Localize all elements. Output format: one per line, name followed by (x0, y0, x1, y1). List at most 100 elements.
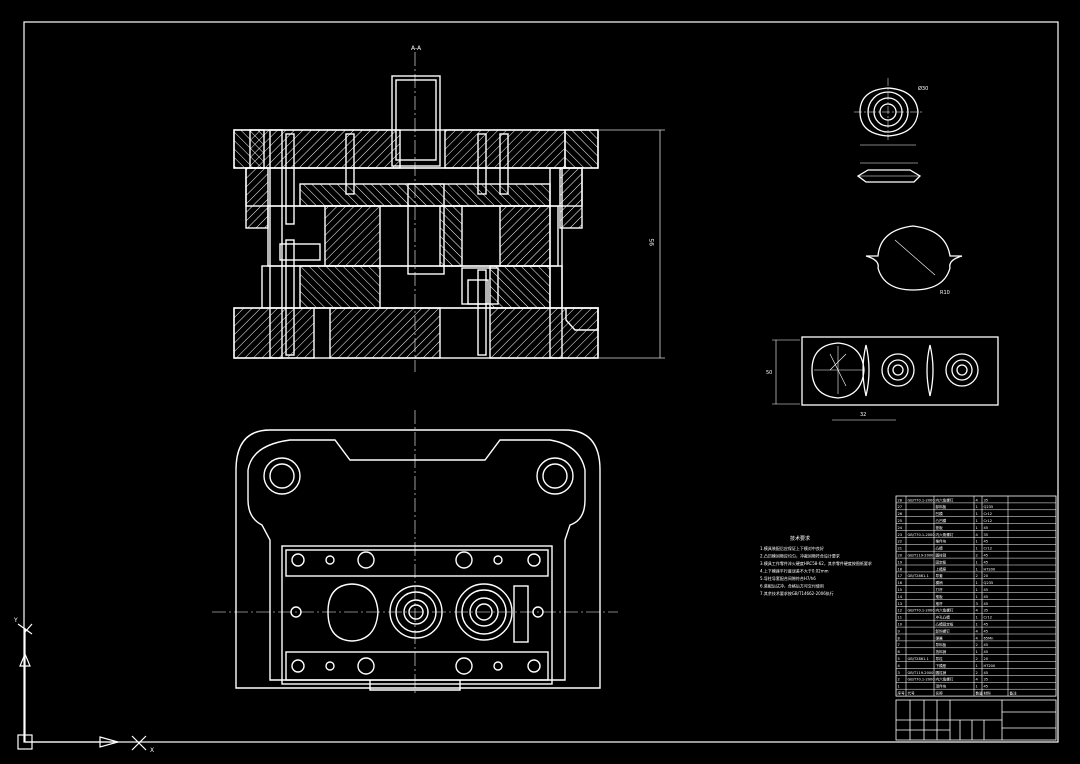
parts-table-cell: 凹模 (936, 511, 944, 516)
parts-table-cell: 1 (976, 560, 978, 564)
note-line: 2.凸凹模间隙应均匀，冲裁间隙符合设计要求 (760, 553, 840, 559)
parts-table-cell: 1 (976, 519, 978, 523)
parts-table-cell: 28 (898, 498, 903, 502)
parts-table-cell: 1 (976, 623, 978, 627)
parts-table-cell: 45 (984, 540, 989, 544)
section-mark: A-A (411, 45, 422, 52)
note-line: 7.其余技术要求按GB/T14662-2006执行 (760, 590, 834, 596)
parts-table-cell: 上模座 (936, 566, 947, 571)
parts-table-cell: 65Mn (984, 636, 994, 640)
note-line: 6.装配后试冲，合格后方可交付使用 (760, 583, 824, 589)
parts-table-cell: 15 (898, 588, 903, 592)
parts-table-cell: 35 (984, 609, 989, 613)
parts-table-cell: 8 (898, 636, 901, 640)
parts-table-cell: 1 (976, 616, 978, 620)
parts-table-cell: 3 (898, 671, 900, 675)
parts-table-cell: 挡料销 (936, 649, 947, 654)
parts-table-cell: 4 (898, 664, 901, 668)
parts-table-cell: 1 (976, 526, 978, 530)
parts-table-cell: 45 (984, 560, 989, 564)
parts-table-cell: GB/T119-2000 (908, 671, 935, 675)
blank-view (865, 225, 963, 291)
parts-table-cell: 23 (898, 533, 903, 537)
parts-table-cell: 凸模 (936, 546, 944, 551)
technical-notes: 1.模具装配后应保证上下模对中良好2.凸凹模间隙应均匀，冲裁间隙符合设计要求3.… (760, 545, 872, 596)
parts-table-cell: 1 (976, 588, 978, 592)
parts-table-cell: 2 (976, 574, 978, 578)
parts-table-cell: 推杆 (936, 601, 944, 606)
section-view (233, 52, 599, 372)
parts-table-cell: 14 (898, 595, 903, 599)
parts-table-cell: 1 (976, 581, 978, 585)
parts-table-cell: GB/T70.1-2000 (908, 678, 936, 682)
parts-table-cell: 凸凹模 (936, 518, 947, 523)
parts-table-cell: 3 (976, 602, 978, 606)
parts-table-cell: 圆柱销 (936, 553, 947, 558)
parts-table-cell: 4 (976, 678, 979, 682)
parts-table-cell: 19 (898, 560, 903, 564)
parts-table-cell: 1 (976, 650, 978, 654)
parts-table-cell: 卸料螺钉 (936, 628, 951, 633)
parts-table-cell: 16 (898, 581, 903, 585)
strip-pitch-text: 32 (860, 412, 866, 418)
parts-table-cell: 17 (898, 574, 903, 578)
parts-table-cell: 7 (898, 643, 900, 647)
parts-table-cell: 1 (976, 664, 978, 668)
parts-table-cell: 2 (898, 678, 900, 682)
parts-table-cell: 12 (898, 609, 903, 613)
parts-table-cell: 45 (984, 602, 989, 606)
parts-table-header-cell: 数量 (976, 691, 984, 696)
parts-table-cell: GB/T119-2000 (908, 554, 935, 558)
parts-table-cell: 2 (976, 657, 978, 661)
parts-table-cell: 模柄 (936, 580, 944, 585)
parts-table-cell: 35 (984, 498, 989, 502)
parts-table-cell: 内六角螺钉 (936, 497, 954, 502)
note-line: 3.模具工作零件淬火硬度HRC58-62，其余零件硬度按图纸要求 (760, 560, 872, 566)
parts-table-cell: 45 (984, 595, 989, 599)
plan-view (212, 410, 618, 695)
parts-table-header-cell: 代号 (908, 691, 916, 696)
parts-table-cell: 24 (898, 526, 903, 530)
parts-table-cell: 2 (976, 554, 978, 558)
parts-table-cell: 1 (976, 505, 978, 509)
part-top-view (854, 78, 922, 183)
parts-table-cell: 固定板 (936, 559, 947, 564)
parts-table-cell: 冲孔凸模 (936, 615, 951, 620)
ucs-axis-y-text: Y (13, 617, 18, 624)
parts-table-cell: 垫板 (936, 525, 944, 530)
parts-table-cell: 9 (898, 629, 901, 633)
note-line: 4.上下模座平行度误差不大于0.02mm (760, 568, 829, 574)
parts-table-cell: 2 (976, 643, 978, 647)
parts-table-cell: 21 (898, 547, 903, 551)
parts-table-cell: 推件块 (936, 539, 947, 544)
parts-table-cell: 1 (976, 567, 978, 571)
parts-table-cell: GB/T2861.1 (908, 657, 929, 661)
parts-table-cell: 45 (984, 526, 989, 530)
parts-table-cell: Cr12 (984, 519, 993, 523)
parts-table-cell: 1 (976, 547, 978, 551)
parts-table-cell: 2 (976, 671, 978, 675)
parts-table-cell: GB/T70.1-2000 (908, 609, 936, 613)
parts-table-cell: 弹簧 (936, 635, 944, 640)
parts-table-cell: 4 (976, 533, 979, 537)
parts-table-cell: 45 (984, 650, 989, 654)
parts-table-cell: 45 (984, 629, 989, 633)
parts-table-header-cell: 名称 (936, 691, 944, 696)
parts-table-cell: 22 (898, 540, 903, 544)
parts-table-cell: 1 (976, 512, 978, 516)
parts-table-cell: 1 (976, 685, 978, 689)
ucs-icon (17, 623, 147, 751)
parts-table-cell: 4 (976, 609, 979, 613)
parts-table-header-cell: 备注 (1010, 691, 1018, 696)
parts-table-cell: 11 (898, 616, 903, 620)
parts-table-cell: 20 (984, 657, 989, 661)
parts-table-cell: GB/T70.1-2000 (908, 533, 936, 537)
parts-table-cell: 5 (898, 657, 900, 661)
title-block (895, 699, 1057, 741)
parts-table-cell: 1 (976, 595, 978, 599)
parts-table-cell: 13 (898, 602, 903, 606)
parts-table-cell: 打杆 (936, 587, 944, 592)
